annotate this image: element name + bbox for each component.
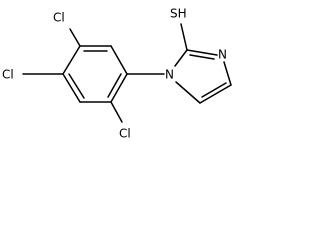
bond-n1-c2 [174, 49, 188, 67]
substituent-bonds [22, 28, 165, 123]
benzene-ring [62, 45, 128, 103]
n3-label: N [218, 48, 227, 62]
bond-c4-c5-double [68, 73, 85, 99]
structure-diagram: Cl Cl Cl SH N N [2, 7, 232, 141]
bond-c5-n1 [175, 81, 201, 104]
atom-labels: Cl Cl Cl SH N N [2, 7, 227, 141]
bond-c4-c5 [62, 73, 81, 103]
bond-c6-c1-double [107, 73, 122, 98]
bond-c6-c1 [110, 73, 128, 103]
bond-n3-c4 [223, 61, 232, 86]
bond-c4-c5-double [201, 82, 227, 98]
n1-label: N [165, 68, 174, 82]
bond-c6-cl-bottom [110, 101, 123, 123]
cl-top-label: Cl [53, 11, 65, 25]
cl-bottom-label: Cl [119, 127, 131, 141]
cl-left-label: Cl [2, 68, 14, 82]
bond-c2-n3 [186, 49, 218, 56]
bond-c4-c5 [199, 84, 232, 104]
bond-c1-c2 [110, 45, 128, 75]
bond-c3-c4 [62, 45, 81, 75]
bond-c2-n3-double [189, 54, 215, 60]
imidazole-ring [174, 23, 232, 104]
sh-label: SH [170, 7, 187, 21]
bond-c3-cl-top [69, 28, 81, 47]
bond-c2-sh [180, 23, 188, 51]
